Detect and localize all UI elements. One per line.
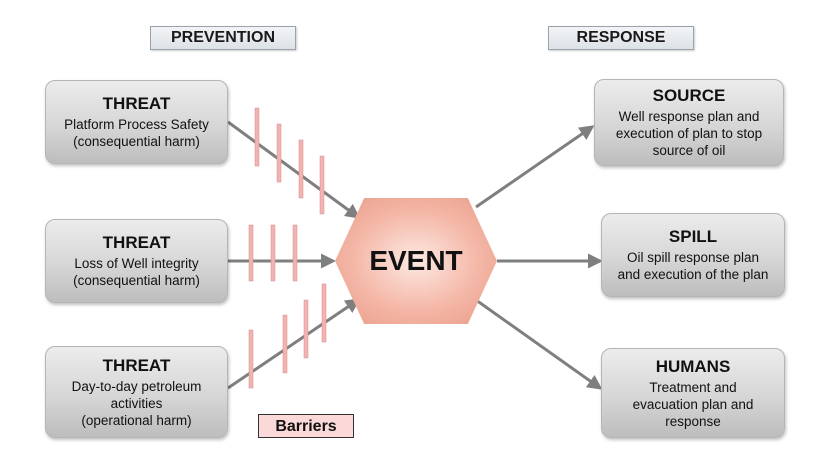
arrow-event-to-source: [475, 125, 595, 209]
response-title: SOURCE: [652, 86, 726, 105]
threat-line: (consequential harm): [73, 134, 200, 149]
arrow-event-to-humans: [475, 298, 603, 390]
event-hexagon: EVENT: [335, 198, 497, 324]
barrier-bar: [270, 224, 276, 282]
threat-line: (operational harm): [81, 412, 192, 428]
barrier-bar: [276, 123, 282, 183]
response-title: HUMANS: [655, 356, 731, 376]
response-line: Oil spill response plan: [626, 250, 760, 265]
barrier-bar: [321, 283, 327, 343]
threat-line: Day-to-day petroleum: [71, 378, 202, 394]
threat-title: THREAT: [102, 94, 171, 113]
response-line: evacuation plan and: [632, 396, 754, 412]
barrier-bar: [248, 224, 254, 282]
barrier-group-1: [254, 107, 325, 215]
event-label: EVENT: [369, 245, 463, 276]
threat-title: THREAT: [102, 233, 171, 252]
barrier-group-3: [248, 283, 327, 389]
threat-line: activities: [110, 395, 163, 411]
response-line: Well response plan and: [618, 109, 760, 124]
response-title: SPILL: [668, 227, 718, 246]
prevention-header: PREVENTION: [150, 26, 296, 50]
response-box-spill: SPILL Oil spill response plan and execut…: [601, 213, 785, 297]
threat-line: (consequential harm): [73, 273, 200, 288]
threat-line: Platform Process Safety: [64, 117, 209, 132]
response-line: Treatment and: [649, 379, 737, 395]
barrier-bar: [298, 139, 304, 199]
response-line: source of oil: [652, 143, 726, 158]
response-line: and execution of the plan: [617, 267, 769, 282]
response-box-source: SOURCE Well response plan and execution …: [594, 79, 784, 166]
threat-box-platform-process-safety: THREAT Platform Process Safety (conseque…: [45, 80, 228, 164]
barrier-bar: [319, 155, 325, 215]
barrier-bar: [248, 329, 254, 389]
threat-line: Loss of Well integrity: [74, 256, 199, 271]
response-header: RESPONSE: [548, 26, 694, 50]
barrier-bar: [254, 107, 260, 167]
response-line: execution of plan to stop: [615, 126, 763, 141]
response-line: response: [665, 413, 721, 429]
barrier-group-2: [248, 224, 298, 282]
barriers-label: Barriers: [258, 414, 354, 438]
barrier-bar: [303, 299, 309, 359]
threat-box-day-to-day-petroleum: THREAT Day-to-day petroleum activities (…: [45, 346, 228, 438]
threat-title: THREAT: [102, 355, 171, 375]
barrier-bar: [292, 224, 298, 282]
arrow-threat-3-to-event: [227, 298, 361, 390]
barrier-bar: [282, 314, 288, 374]
threat-box-loss-of-well-integrity: THREAT Loss of Well integrity (consequen…: [45, 219, 228, 303]
arrow-threat-1-to-event: [227, 120, 361, 219]
response-box-humans: HUMANS Treatment and evacuation plan and…: [601, 348, 785, 438]
